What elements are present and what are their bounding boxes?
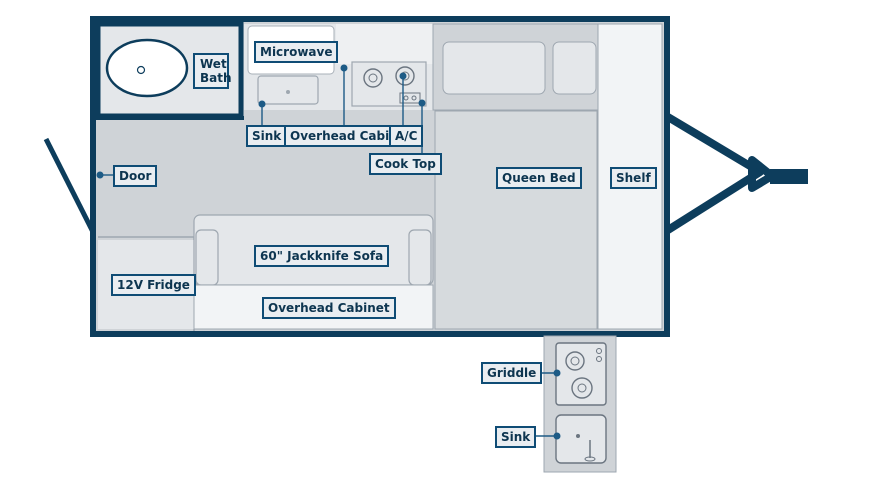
mattress <box>434 110 598 330</box>
outdoor-sink-label: Sink <box>495 426 537 448</box>
wet-bath-label: Wet Bath <box>193 53 232 89</box>
cook-top-label: Cook Top <box>369 153 442 175</box>
queen-bed-label: Queen Bed <box>496 167 582 189</box>
door-label: Door <box>113 165 158 187</box>
trailer-hitch <box>665 113 776 234</box>
kitchen-counter <box>244 24 433 110</box>
shelf-label: Shelf <box>610 167 657 189</box>
cooktop <box>351 61 427 107</box>
door-swing <box>43 137 97 236</box>
griddle-unit <box>555 342 607 406</box>
griddle-label: Griddle <box>481 362 543 384</box>
outdoor-sink-basin <box>555 414 607 464</box>
toilet <box>105 38 189 98</box>
outdoor-kitchen <box>543 335 617 473</box>
leader-dots <box>96 64 561 440</box>
exterior-wall <box>90 16 670 337</box>
sink-label: Sink <box>246 125 288 147</box>
sofa-label: 60" Jackknife Sofa <box>254 245 390 267</box>
overhead-cabinet-top-label: Overhead Cabinet <box>284 125 418 147</box>
overhead-storage <box>442 41 546 95</box>
overhead-cabinet-bottom-label: Overhead Cabinet <box>262 297 396 319</box>
hitch-coupler <box>770 169 808 184</box>
fridge-label: 12V Fridge <box>111 274 196 296</box>
microwave-label: Microwave <box>254 41 339 63</box>
ac-label: A/C <box>389 125 424 147</box>
